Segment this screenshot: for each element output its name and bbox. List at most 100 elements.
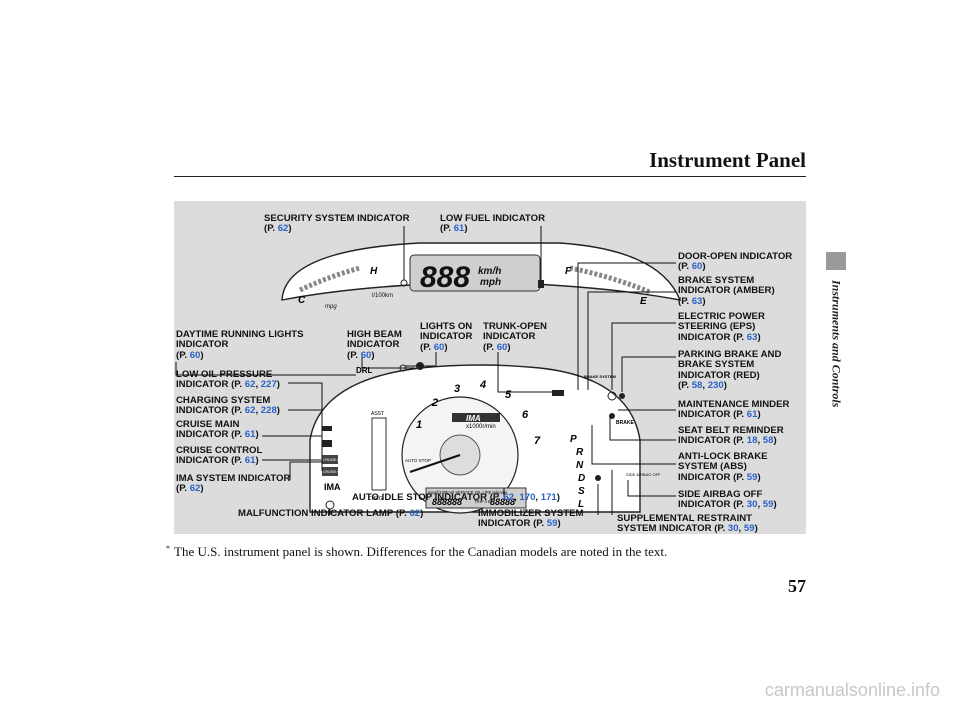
brake-icon-text: BRAKE [616, 420, 634, 426]
gear-l: L [578, 499, 584, 510]
page-link[interactable]: 30 [727, 523, 739, 535]
cruise-main-icon-box [322, 455, 338, 464]
callout-line: INDICATOR [420, 331, 473, 343]
page-link[interactable]: 228 [260, 405, 277, 417]
trip-label: TRIP A B [474, 499, 491, 504]
callout-line: BRAKE SYSTEM [678, 359, 755, 371]
odometer-label: mpg/l/100km/l SERVICE OIL LIFE %km/mi [428, 490, 507, 495]
callout-line: CHARGING SYSTEM [176, 395, 271, 406]
callout-line: INDICATOR [483, 331, 536, 343]
page-link[interactable]: 227 [260, 379, 277, 391]
callout-line: SYSTEM (ABS) [678, 461, 747, 473]
side-airbag-icon-text: SIDE AIRBAG OFF [626, 472, 661, 477]
page-title: Instrument Panel [649, 148, 806, 172]
page-link[interactable]: 58 [762, 435, 774, 447]
page-link[interactable]: 59 [546, 518, 558, 530]
page-link[interactable]: 61 [746, 409, 758, 421]
cruise-control-icon-box [322, 467, 338, 476]
fuel-f-label: F [565, 266, 572, 277]
page-link[interactable]: 60 [360, 349, 372, 361]
callout-page-ref: (P. 60) [678, 261, 706, 273]
figure-caption: *The U.S. instrument panel is shown. Dif… [166, 544, 668, 559]
page-link[interactable]: 61 [453, 223, 465, 235]
callout-line: IMA SYSTEM INDICATOR [176, 473, 291, 484]
page-link[interactable]: 62 [189, 483, 201, 495]
gear-s: S [578, 486, 585, 497]
page-number: 57 [788, 576, 806, 596]
header-rule [174, 176, 806, 177]
page-link[interactable]: 62 [409, 508, 421, 519]
page-link[interactable]: 230 [707, 380, 724, 392]
parking-brake-icon [619, 393, 625, 399]
page-link[interactable]: 63 [691, 295, 703, 307]
page-link[interactable]: 62 [244, 379, 256, 391]
callout-page-ref: (P. 63) [678, 295, 706, 307]
page-link[interactable]: 60 [496, 341, 508, 353]
callout-page-ref: MALFUNCTION INDICATOR LAMP (P. 62) [238, 508, 424, 519]
page-link[interactable]: 171 [540, 492, 557, 503]
callout-line: LOW FUEL INDICATOR [440, 213, 545, 224]
callout-page-ref: INDICATOR (P. 62, 227) [176, 379, 280, 391]
page-link[interactable]: 60 [433, 341, 445, 353]
eps-icon [607, 391, 617, 401]
oil-pressure-icon [322, 426, 332, 431]
page-link[interactable]: 59 [762, 499, 774, 511]
callout-line: STEERING (EPS) [678, 321, 756, 333]
page-link[interactable]: 58 [691, 380, 703, 392]
tach-7: 7 [534, 435, 541, 447]
callout-page-ref: INDICATOR (P. 59) [478, 518, 561, 530]
page-link[interactable]: 59 [746, 471, 758, 483]
fuel-economy-unit: l/100km [372, 293, 393, 299]
page-link[interactable]: 63 [746, 331, 758, 343]
page-link[interactable]: 62 [277, 223, 289, 235]
callout-page-ref: (P. 60) [483, 341, 511, 353]
page-link[interactable]: 60 [691, 261, 703, 273]
page-link[interactable]: 62 [244, 405, 256, 417]
page-link[interactable]: 30 [746, 499, 758, 511]
callout-line: LIGHTS ON [420, 321, 473, 332]
callout-page-ref: (P. 62) [264, 223, 292, 235]
callout-page-ref: (P. 58, 230) [678, 380, 727, 392]
speed-digits: 888 [420, 261, 470, 294]
callout-lowfuel: LOW FUEL INDICATOR(P. 61) [440, 213, 545, 235]
callout-page-ref: (P. 62) [176, 483, 204, 495]
callout-line: HIGH BEAM [347, 329, 402, 340]
page-link[interactable]: 60 [189, 349, 201, 361]
callout-door: DOOR-OPEN INDICATOR(P. 60) [678, 251, 792, 273]
cruise-control-icon-text: CRUISE CONTROL [323, 470, 354, 474]
callout-security: SECURITY SYSTEM INDICATOR(P. 62) [264, 213, 410, 235]
callout-page-ref: (P. 60) [176, 349, 204, 361]
caption-marker: * [166, 544, 170, 553]
callout-page-ref: AUTO IDLE STOP INDICATOR (P. 62, 170, 17… [352, 492, 560, 503]
page-link[interactable]: 61 [244, 455, 256, 467]
charge-label: CHRG [368, 496, 383, 502]
watermark: carmanualsonline.info [764, 680, 940, 700]
callout-line: TRUNK-OPEN [483, 321, 547, 332]
page-link[interactable]: 170 [519, 492, 536, 503]
tachometer-needle [409, 454, 461, 473]
ima-badge-text: IMA [466, 414, 481, 423]
page-link[interactable]: 59 [743, 523, 755, 535]
callout-line: INDICATOR (RED) [678, 369, 760, 381]
page-link[interactable]: 62 [503, 492, 515, 503]
gear-p: P [570, 434, 577, 445]
speed-unit-kmh: km/h [478, 266, 501, 277]
gear-r: R [576, 447, 584, 458]
callout-page-ref: INDICATOR (P. 62, 228) [176, 405, 280, 417]
brake-system-icon-text: BRAKE SYSTEM [584, 374, 616, 379]
page-link[interactable]: 18 [746, 435, 758, 447]
callout-line: SIDE AIRBAG OFF [678, 489, 763, 500]
tach-2: 2 [431, 397, 438, 409]
page-link[interactable]: 61 [244, 429, 256, 441]
callout-page-ref: (P. 60) [347, 349, 375, 361]
callout-line: BRAKE SYSTEM [678, 275, 755, 286]
ima-badge [452, 413, 500, 422]
callout-line: ELECTRIC POWER [678, 311, 765, 322]
callout-page-ref: INDICATOR (P. 61) [176, 429, 259, 441]
